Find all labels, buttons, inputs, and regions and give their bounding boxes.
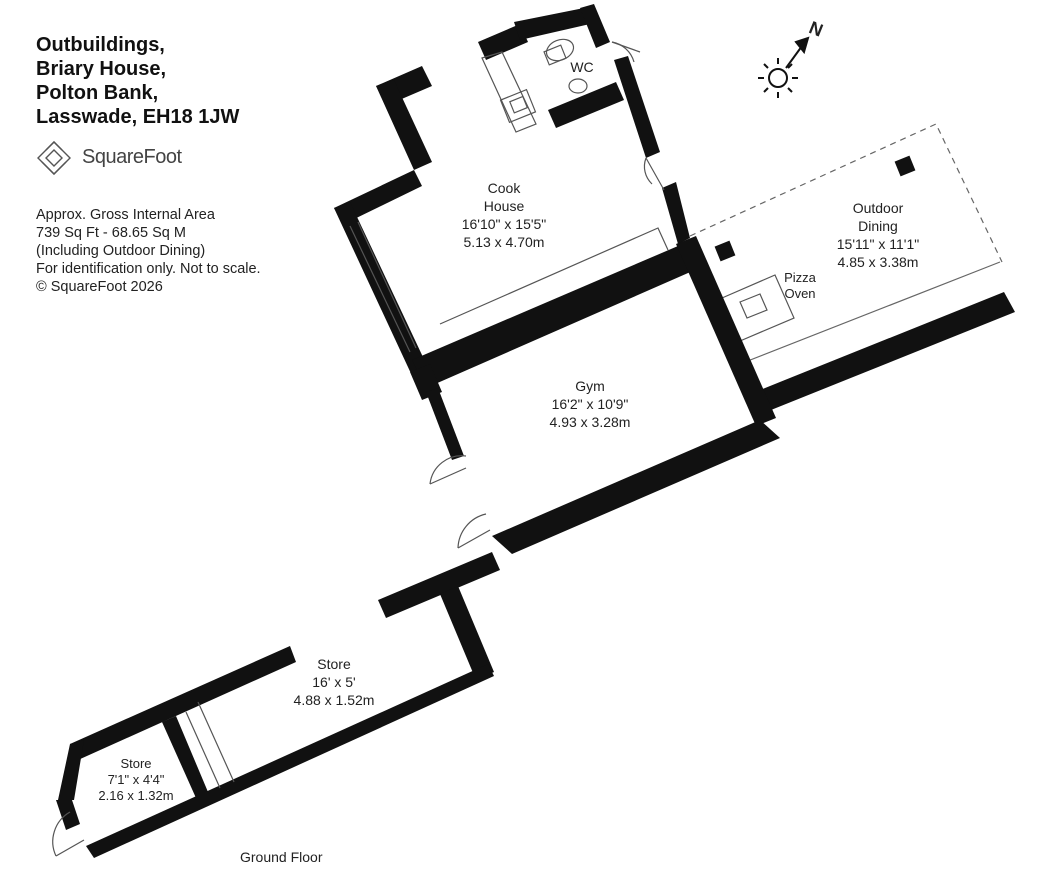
room-name: Oven [784,286,816,301]
room-label-store-large: Store 16' x 5' 4.88 x 1.52m [294,655,375,709]
address-line: Outbuildings, [36,34,165,56]
room-name: Store [317,656,351,672]
room-name: Dining [858,218,898,234]
post-marker [894,155,916,177]
info-line: For identification only. Not to scale. [36,261,261,277]
wc-fittings [543,38,665,191]
room-name: Gym [575,378,605,394]
room-label-wc: WC [570,59,594,75]
room-dimensions-imperial: 16' x 5' [312,674,356,690]
outdoor-dining-wall [760,292,1015,410]
room-dimensions-metric: 5.13 x 4.70m [463,234,545,250]
room-label-outdoor-dining: Outdoor Dining 15'11" x 11'1" 4.85 x 3.3… [837,199,920,271]
room-label-gym: Gym 16'2" x 10'9" 4.93 x 3.28m [550,377,631,431]
room-name: Pizza [784,270,816,285]
room-name: Cook [487,180,521,196]
area-info: Approx. Gross Internal Area 739 Sq Ft - … [36,206,261,296]
store-walls [56,552,500,858]
post-marker [714,240,736,262]
room-dimensions-metric: 2.16 x 1.32m [98,788,174,803]
room-dimensions-imperial: 16'2" x 10'9" [551,396,629,412]
address-line: Briary House, [36,58,167,80]
room-label-store-small: Store 7'1" x 4'4" 2.16 x 1.32m [98,756,173,804]
brand-name: SquareFoot [82,146,182,168]
room-dimensions-metric: 4.93 x 3.28m [549,414,631,430]
info-line: Approx. Gross Internal Area [36,207,215,223]
info-line: (Including Outdoor Dining) [36,243,206,259]
room-dimensions-metric: 4.85 x 3.38m [837,254,919,270]
cook-house-walls [334,4,690,380]
floor-label: Ground Floor [240,849,323,865]
info-line: 739 Sq Ft - 68.65 Sq M [36,225,186,241]
gym-walls [410,236,780,554]
room-label-pizza-oven: Pizza Oven [784,270,816,302]
room-dimensions-metric: 4.88 x 1.52m [293,692,375,708]
logo-icon [37,141,71,175]
room-name: Store [120,756,152,771]
room-label-cook-house: Cook House 16'10" x 15'5" 5.13 x 4.70m [462,179,547,251]
address-line: Polton Bank, [36,82,159,104]
compass-icon [758,36,810,98]
room-dimensions-imperial: 15'11" x 11'1" [836,236,920,252]
address-block: Outbuildings, Briary House, Polton Bank,… [36,33,239,129]
brand-logo: SquareFoot [36,140,206,180]
room-name: Outdoor [852,200,904,216]
info-line: © SquareFoot 2026 [36,279,163,295]
address-line: Lasswade, EH18 1JW [36,106,240,128]
room-dimensions-imperial: 16'10" x 15'5" [461,216,547,232]
room-dimensions-imperial: 7'1" x 4'4" [107,772,165,787]
room-name: House [483,198,525,214]
